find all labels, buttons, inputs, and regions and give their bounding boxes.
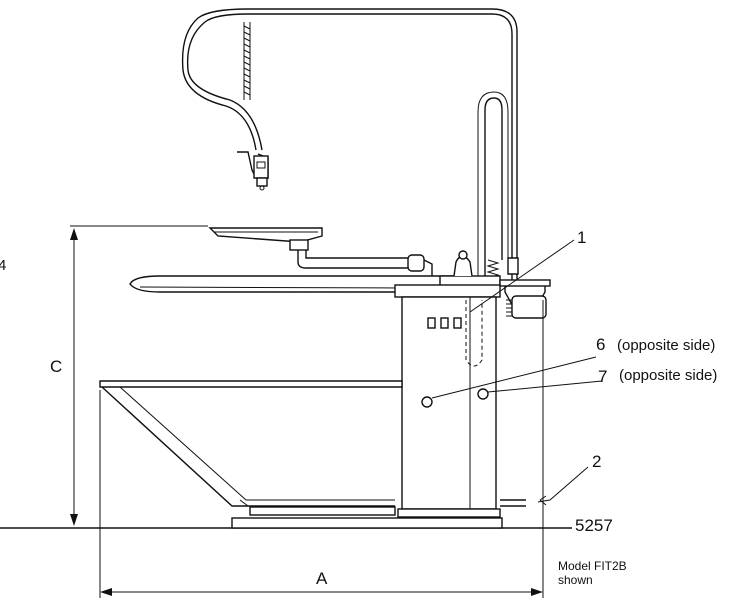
switch-1 bbox=[427, 317, 436, 329]
model-note-line1: Model FIT2B bbox=[558, 559, 627, 573]
steam-iron bbox=[237, 151, 269, 191]
callout-7-note: (opposite side) bbox=[619, 367, 717, 384]
switch-2 bbox=[440, 317, 449, 329]
callout-2-label: 2 bbox=[592, 452, 601, 471]
dim-c-label: C bbox=[50, 357, 62, 376]
sleeve-board bbox=[208, 227, 433, 282]
port-6 bbox=[421, 396, 433, 408]
callout-6-note: (opposite side) bbox=[617, 337, 715, 354]
hose-spring bbox=[243, 22, 251, 100]
column-body bbox=[394, 284, 501, 518]
column-hose bbox=[484, 97, 503, 290]
callout-7-label: 7 bbox=[598, 367, 607, 386]
callout-1-label: 1 bbox=[577, 228, 586, 247]
callout-6-label: 6 bbox=[596, 335, 605, 354]
overhead-hose bbox=[186, 13, 513, 290]
edge-fragment-label: 4 bbox=[0, 257, 6, 274]
overhead-hose-outer bbox=[181, 8, 518, 290]
dim-a-label: A bbox=[316, 569, 328, 588]
dimension-a: A bbox=[99, 300, 544, 598]
port-7 bbox=[477, 388, 489, 400]
dimension-c: C bbox=[50, 225, 208, 526]
base-plate bbox=[231, 517, 503, 529]
outlet-2 bbox=[500, 499, 526, 507]
column-spring bbox=[486, 259, 500, 279]
column-hose-outer bbox=[477, 91, 509, 292]
switch-3 bbox=[453, 317, 462, 329]
callout-leaders bbox=[431, 239, 603, 506]
figure-id: 5257 bbox=[575, 516, 613, 535]
lower-tray bbox=[99, 380, 503, 529]
boiler-housing bbox=[499, 279, 551, 319]
model-note-line2: shown bbox=[558, 573, 593, 587]
